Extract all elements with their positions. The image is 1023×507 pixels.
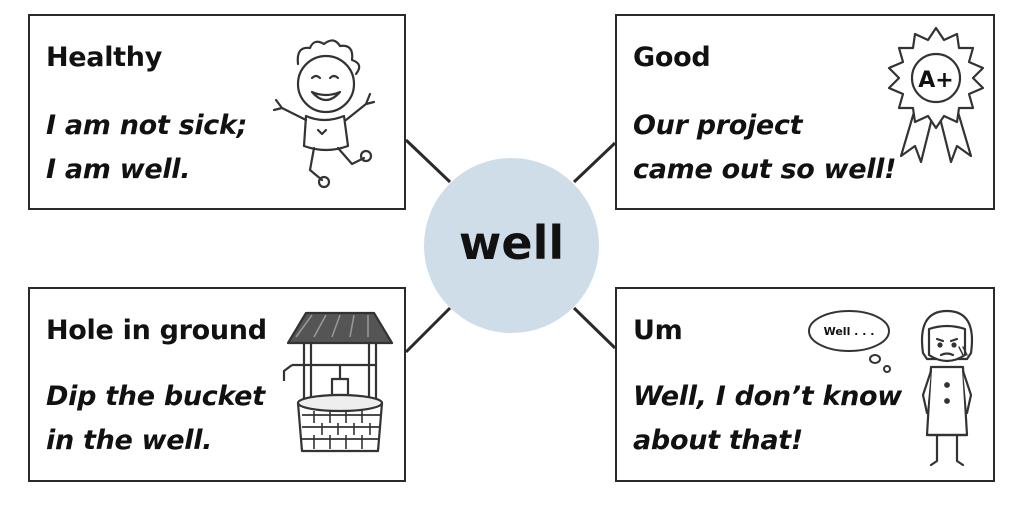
award-badge-text: A+ — [918, 68, 953, 93]
thought-bubble-text: Well . . . — [824, 325, 875, 338]
card-healthy-line2: I am well. — [46, 154, 191, 185]
card-hole-example: Dip the bucket in the well. — [46, 375, 265, 463]
card-good-line2: came out so well! — [633, 154, 897, 185]
card-um-line2: about that! — [633, 425, 803, 456]
card-good-line1: Our project — [633, 110, 803, 141]
card-good: Good Our project came out so well! A+ — [615, 14, 995, 210]
card-hole-line1: Dip the bucket — [46, 381, 265, 412]
card-um: Um Well, I don’t know about that! Well .… — [615, 287, 995, 482]
thought-bubble-icon: Well . . . — [808, 310, 891, 373]
water-well-icon — [282, 311, 394, 453]
card-hole-title: Hole in ground — [46, 315, 267, 346]
confused-girl-icon — [921, 309, 973, 467]
card-um-example: Well, I don’t know about that! — [633, 375, 902, 463]
card-um-title: Um — [633, 315, 683, 346]
card-healthy-example: I am not sick; I am well. — [46, 104, 247, 192]
happy-child-icon — [272, 39, 376, 189]
card-um-line1: Well, I don’t know — [633, 381, 902, 412]
card-good-example: Our project came out so well! — [633, 104, 896, 192]
award-ribbon-icon: A+ — [887, 26, 985, 164]
card-good-title: Good — [633, 42, 711, 73]
card-healthy-line1: I am not sick; — [46, 110, 248, 141]
center-word-circle: well — [424, 158, 599, 333]
card-healthy-title: Healthy — [46, 42, 163, 73]
card-hole-in-ground: Hole in ground Dip the bucket in the wel… — [28, 287, 406, 482]
card-hole-line2: in the well. — [46, 425, 213, 456]
card-healthy: Healthy I am not sick; I am well. — [28, 14, 406, 210]
center-word: well — [458, 215, 565, 270]
